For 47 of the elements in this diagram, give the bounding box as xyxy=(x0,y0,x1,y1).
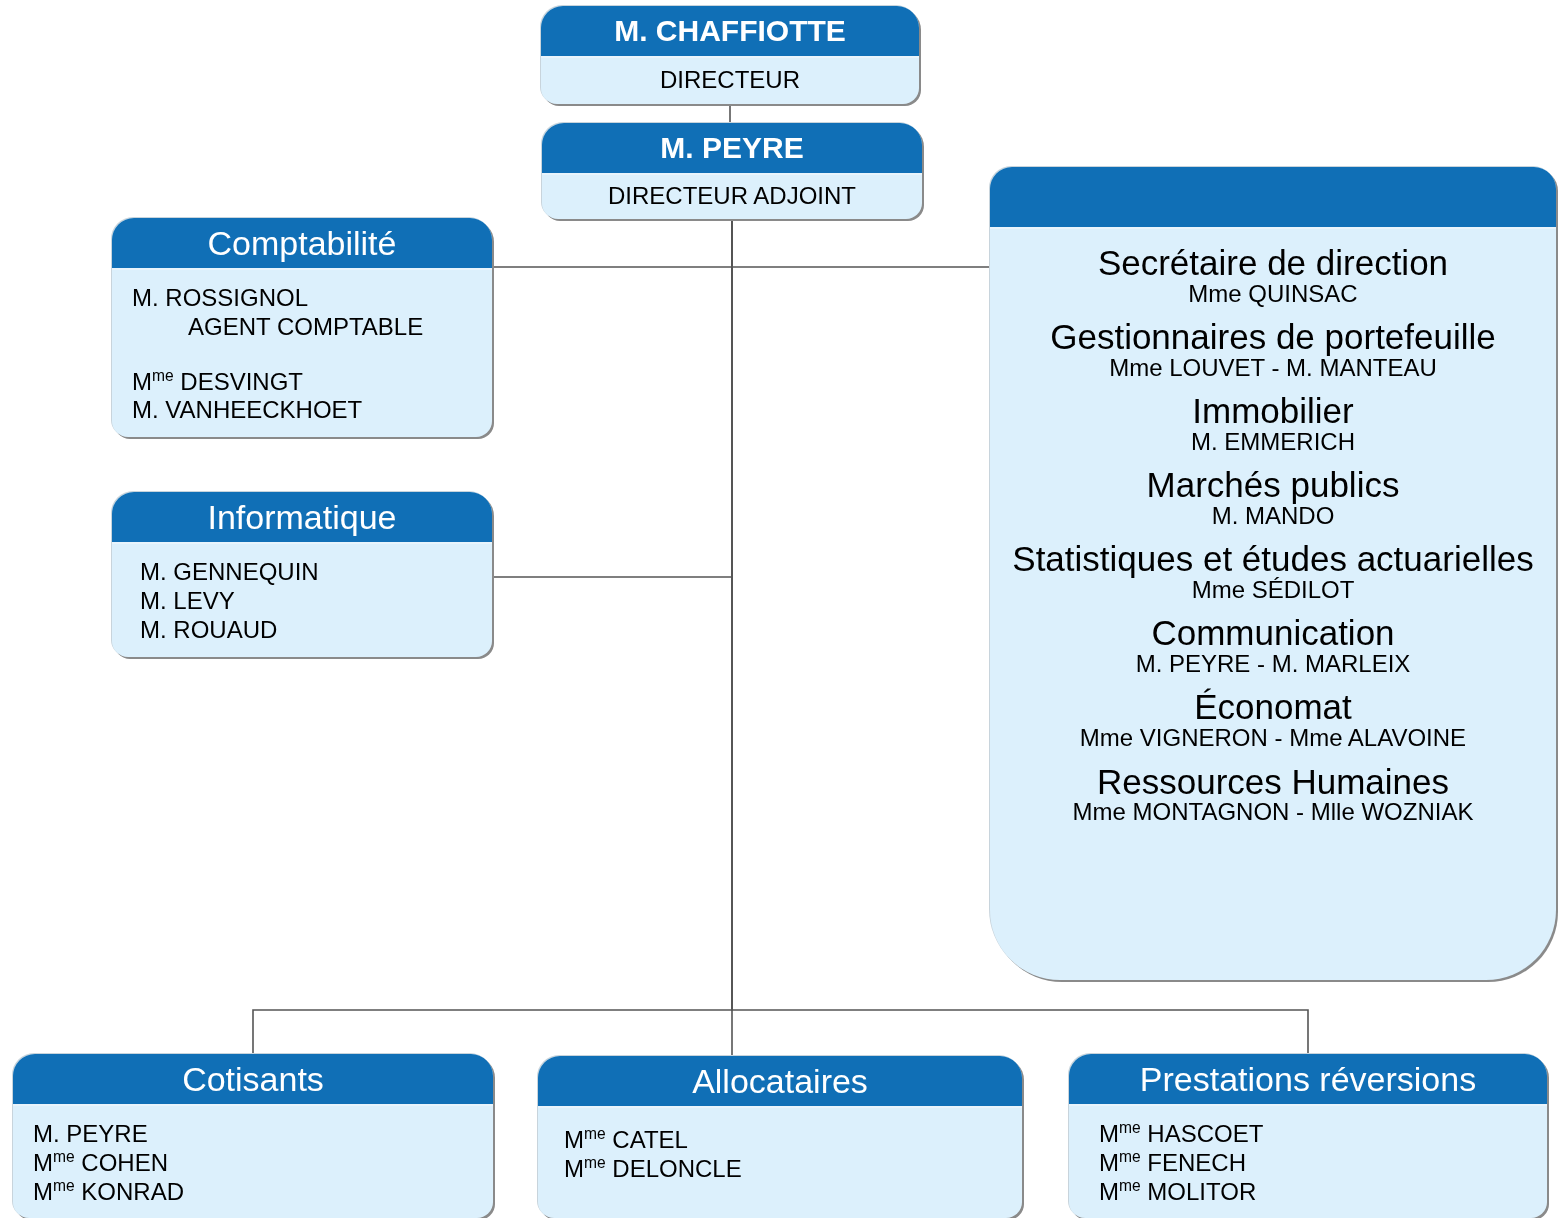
box-title: M. PEYRE xyxy=(542,123,922,175)
org-box xyxy=(112,492,492,657)
org-box xyxy=(538,1056,1022,1218)
staff-name: M$^{me}$ FENECH xyxy=(1099,1148,1247,1178)
staff-names: M. PEYRE - M. MARLEIX xyxy=(1134,651,1412,678)
job-title: DIRECTEUR xyxy=(659,66,801,95)
staff-name: AGENT COMPTABLE xyxy=(188,312,425,342)
box-title: Comptabilité xyxy=(112,218,492,270)
staff-name: M$^{me}$ COHEN xyxy=(33,1148,169,1178)
org-box xyxy=(112,218,492,437)
box-title: M. CHAFFIOTTE xyxy=(541,6,919,58)
section-title: Gestionnaires de portefeuille xyxy=(1049,319,1497,355)
section-title: Immobilier xyxy=(1191,393,1355,429)
staff-name: M. ROSSIGNOL xyxy=(132,284,310,313)
staff-names: Mme MONTAGNON - Mlle WOZNIAK xyxy=(1071,799,1475,826)
staff-name: M$^{me}$ DESVINGT xyxy=(132,367,305,397)
section-title: Communication xyxy=(1150,615,1396,652)
staff-name: M$^{me}$ KONRAD xyxy=(33,1177,186,1207)
staff-name: M. VANHEECKHOET xyxy=(132,396,364,426)
staff-name: M. ROUAUD xyxy=(140,615,279,645)
staff-names: Mme QUINSAC xyxy=(1187,280,1359,308)
staff-name: M$^{me}$ DELONCLE xyxy=(564,1154,743,1184)
section-title: Secrétaire de direction xyxy=(1096,245,1450,281)
section-title: Statistiques et études actuarielles xyxy=(1011,541,1535,577)
staff-name: M$^{me}$ HASCOET xyxy=(1099,1120,1265,1149)
box-title: Cotisants xyxy=(13,1054,493,1106)
staff-name: M$^{me}$ CATEL xyxy=(564,1126,689,1155)
section-title: Marchés publics xyxy=(1145,467,1401,503)
staff-names: Mme VIGNERON - Mme ALAVOINE xyxy=(1078,725,1468,752)
org-box xyxy=(542,123,922,219)
staff-name: M. LEVY xyxy=(140,586,236,616)
org-box xyxy=(13,1054,493,1218)
connector-line xyxy=(729,103,731,124)
box-title: Allocataires xyxy=(538,1056,1022,1108)
box-title: Informatique xyxy=(112,492,492,544)
org-box xyxy=(541,6,919,104)
staff-name: M. PEYRE xyxy=(33,1120,149,1149)
box-title: Prestations réversions xyxy=(1069,1054,1547,1106)
staff-name: M$^{me}$ MOLITOR xyxy=(1099,1177,1258,1207)
staff-names: M. EMMERICH xyxy=(1190,428,1356,456)
section-title: Ressources Humaines xyxy=(1095,763,1451,800)
staff-names: Mme SÉDILOT xyxy=(1191,577,1356,604)
job-title: DIRECTEUR ADJOINT xyxy=(607,182,857,211)
org-box xyxy=(1069,1054,1547,1218)
staff-name: M. GENNEQUIN xyxy=(140,558,320,587)
section-title: Économat xyxy=(1193,689,1353,726)
org-box xyxy=(990,167,1556,980)
